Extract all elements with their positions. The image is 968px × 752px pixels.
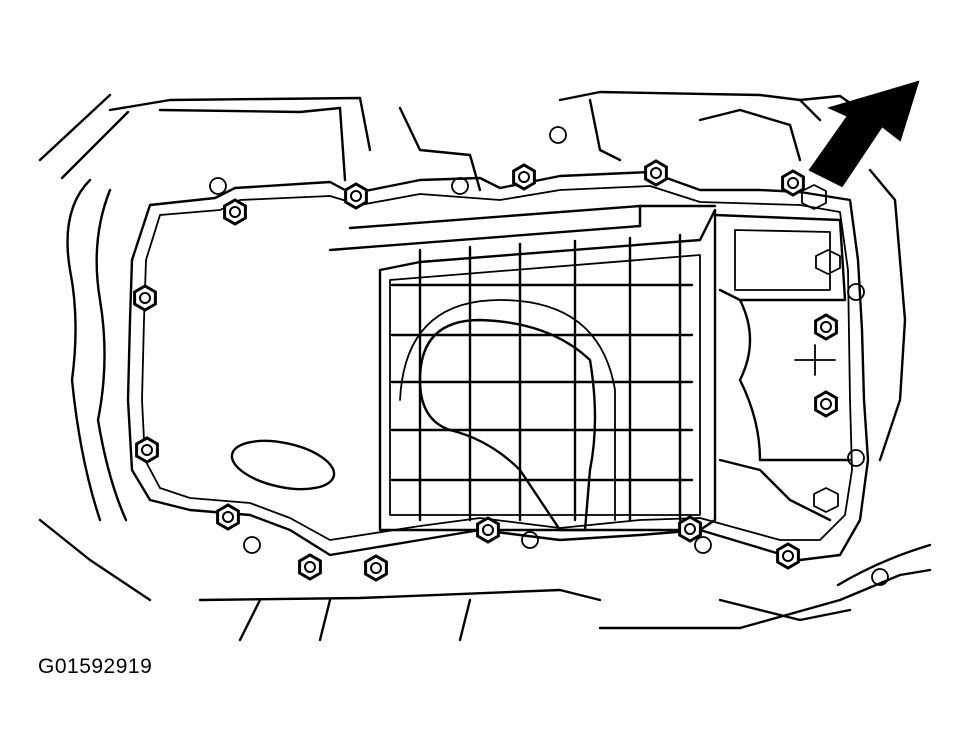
bolt	[644, 159, 668, 187]
bolt	[776, 542, 800, 570]
mounting-holes	[209, 126, 889, 586]
mounting-hole	[209, 177, 227, 195]
bolt	[298, 553, 322, 581]
mounting-hole	[871, 568, 889, 586]
mounting-hole	[847, 449, 865, 467]
bolt	[344, 182, 368, 210]
oil-pan-bolts	[133, 159, 838, 582]
mounting-hole	[243, 536, 261, 554]
bolt	[781, 169, 805, 197]
mounting-hole	[521, 531, 539, 549]
engine-background-lines	[38, 90, 932, 642]
oil-pan-flange	[126, 170, 870, 562]
sump-frame	[378, 208, 717, 532]
bolt	[223, 198, 247, 226]
figure-id-label: G01592919	[38, 655, 153, 678]
bolt	[133, 284, 157, 312]
mounting-hole	[549, 126, 567, 144]
bolt	[678, 515, 702, 543]
arrow-pointer-icon	[808, 80, 920, 188]
pan-upper-wall	[328, 204, 717, 252]
pickup-opening	[399, 299, 616, 532]
mounting-hole	[694, 536, 712, 554]
sump-grid-ribs	[390, 233, 694, 522]
mounting-hole	[451, 177, 469, 195]
bolt	[512, 163, 536, 191]
bolt	[814, 390, 838, 418]
bolt	[364, 554, 388, 582]
mounting-hole	[847, 283, 865, 301]
right-housing	[713, 184, 852, 522]
bolt	[814, 313, 838, 341]
bolt	[216, 503, 240, 531]
drain-slot	[230, 439, 336, 491]
bolt	[135, 436, 159, 464]
bolt	[476, 516, 500, 544]
